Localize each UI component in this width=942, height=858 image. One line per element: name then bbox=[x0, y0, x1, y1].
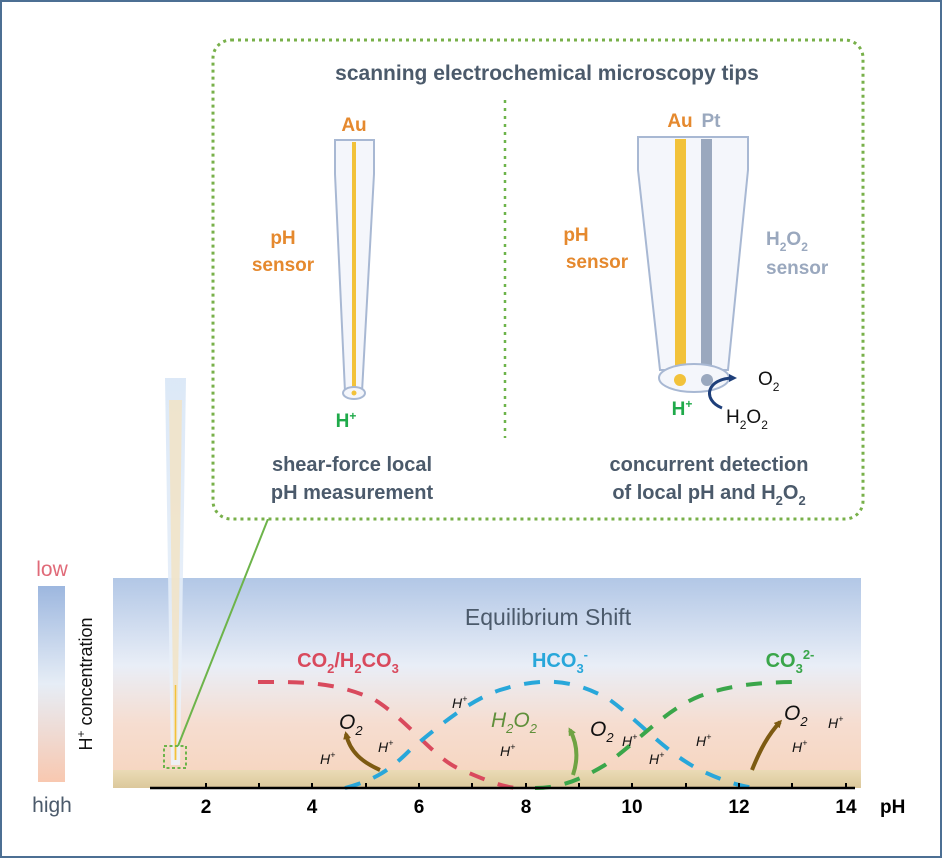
co3-curve bbox=[534, 680, 801, 790]
hplus-label: H+ bbox=[500, 742, 515, 759]
ph-tick-label: 14 bbox=[835, 797, 857, 818]
o2-arrow-left bbox=[343, 731, 381, 772]
single-tip bbox=[334, 139, 375, 400]
electrode-surface bbox=[113, 770, 861, 788]
inset-title: scanning electrochemical microscopy tips bbox=[335, 62, 759, 85]
right-pt-label: Pt bbox=[702, 111, 722, 132]
hplus-label: H+ bbox=[378, 738, 393, 755]
left-hplus-label: H+ bbox=[336, 409, 357, 432]
zoom-box bbox=[163, 745, 187, 769]
co3-label: CO32- bbox=[766, 647, 815, 676]
equilibrium-title: Equilibrium Shift bbox=[465, 604, 632, 630]
right-hplus-label: H+ bbox=[672, 397, 693, 420]
hplus-label: H+ bbox=[696, 732, 711, 749]
right-caption-2: of local pH and H2O2 bbox=[612, 482, 805, 508]
hplus-label: H+ bbox=[828, 714, 843, 731]
hplus-label: H+ bbox=[649, 750, 664, 767]
o2-label-center: O2 bbox=[590, 718, 614, 745]
right-o2-label: O2 bbox=[758, 369, 780, 394]
hplus-label: H+ bbox=[452, 694, 467, 711]
left-sensor-label-1: pH bbox=[270, 228, 295, 249]
right-ph-sensor-1: pH bbox=[563, 225, 588, 246]
solution-background bbox=[113, 578, 861, 773]
inset-panel bbox=[211, 38, 865, 521]
left-sensor-label-2: sensor bbox=[252, 255, 315, 276]
co2-curve bbox=[257, 679, 521, 790]
oxidation-arrow bbox=[708, 374, 737, 410]
ph-tick-label: 12 bbox=[728, 797, 749, 818]
concentration-high-label: high bbox=[32, 794, 72, 817]
ph-axis-ticks bbox=[205, 783, 847, 788]
ph-tick-label: 10 bbox=[621, 797, 642, 818]
long-scanning-tip bbox=[165, 378, 186, 765]
right-ph-sensor-2: sensor bbox=[566, 252, 629, 273]
ph-tick-label: 2 bbox=[201, 797, 212, 818]
ph-tick-label: 6 bbox=[414, 797, 425, 818]
hplus-label: H+ bbox=[792, 738, 807, 755]
concentration-axis-label: H+ concentration bbox=[74, 617, 96, 750]
left-caption-1: shear-force local bbox=[272, 454, 432, 476]
o2-arrow-right bbox=[750, 719, 783, 771]
h2o2-arrow-center bbox=[568, 727, 579, 776]
right-au-label: Au bbox=[667, 111, 692, 132]
hplus-label: H+ bbox=[622, 732, 637, 749]
left-metal-label: Au bbox=[341, 115, 366, 136]
right-h2o2-sensor-2: sensor bbox=[766, 258, 829, 279]
right-caption-1: concurrent detection bbox=[610, 454, 809, 476]
co2-h2co3-label: CO2/H2CO3 bbox=[297, 650, 399, 676]
h2o2-label-center: H2O2 bbox=[491, 709, 538, 736]
ph-axis-unit: pH bbox=[880, 797, 905, 818]
concentration-gradient-bar bbox=[38, 586, 65, 782]
right-h2o2-label: H2O2 bbox=[726, 407, 768, 432]
hco3-label: HCO3- bbox=[532, 647, 588, 676]
concentration-low-label: low bbox=[36, 558, 68, 581]
zoom-connector bbox=[177, 518, 269, 747]
o2-label-right: O2 bbox=[784, 702, 808, 729]
hplus-label: H+ bbox=[320, 750, 335, 767]
o2-label-left: O2 bbox=[339, 711, 363, 738]
left-caption-2: pH measurement bbox=[271, 482, 434, 504]
ph-tick-label: 4 bbox=[307, 797, 318, 818]
right-h2o2-sensor-1: H2O2 bbox=[766, 229, 808, 254]
ph-tick-label: 8 bbox=[521, 797, 532, 818]
